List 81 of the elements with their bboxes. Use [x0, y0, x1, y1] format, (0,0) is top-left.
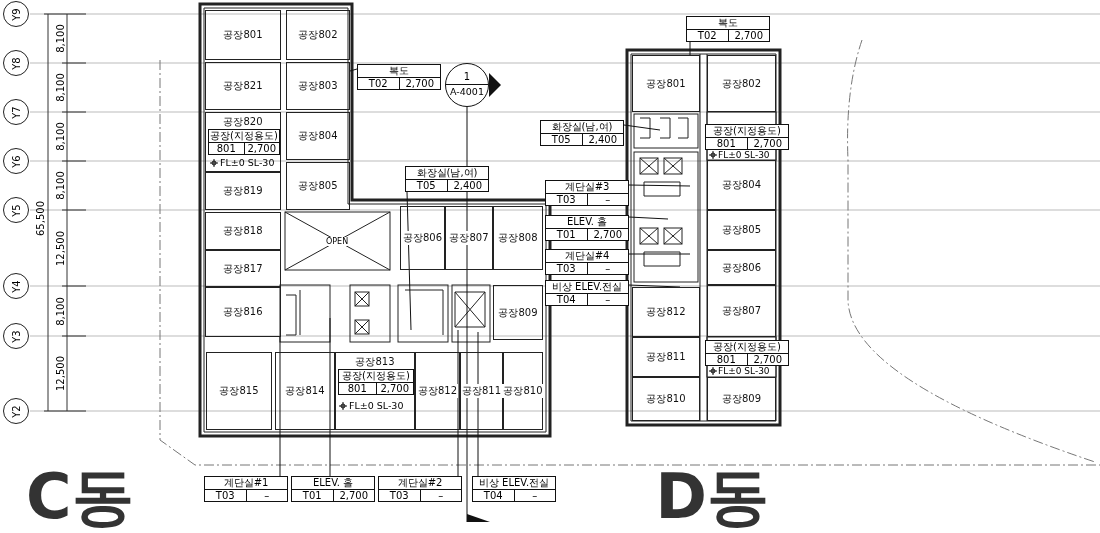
room: 공장818	[205, 212, 281, 250]
leader-line	[628, 184, 691, 187]
level-text: FL±0 SL-30	[718, 150, 770, 160]
room: 공장810	[632, 377, 700, 421]
room-tag: 공장(지정용도) 801 2,700	[705, 340, 789, 366]
dimension-text: 8,100	[54, 23, 66, 53]
dimension-text: 8,100	[54, 296, 66, 326]
room: 공장804	[707, 160, 776, 210]
grid-bubble: Y9	[3, 1, 29, 27]
dimension-text: 8,100	[54, 121, 66, 151]
dimension-text: 65,500	[34, 200, 46, 236]
level-text: FL±0 SL-30	[718, 366, 770, 376]
room-tag: ELEV. 홀 T01 2,700	[545, 215, 629, 241]
room: 공장802	[707, 55, 776, 112]
grid-bubble: Y3	[3, 323, 29, 349]
room-tag: 복도 T02 2,700	[686, 16, 770, 42]
room-tag: 공장(지정용도) 801 2,700	[338, 369, 414, 395]
level-text: FL±0 SL-30	[220, 157, 275, 168]
leader-line	[628, 253, 691, 255]
leader-line	[628, 284, 681, 288]
room: 공장805	[286, 162, 350, 210]
room: 공장807	[445, 206, 493, 270]
room: 공장803	[286, 62, 350, 110]
room-tag: ELEV. 홀 T01 2,700	[291, 476, 375, 502]
room: 공장804	[286, 112, 350, 160]
room-tag: 계단실#3 T03 –	[545, 180, 629, 206]
grid-bubble: Y6	[3, 148, 29, 174]
building-title: C동	[26, 464, 134, 528]
dimension-text: 12,500	[54, 355, 66, 391]
room-label: OPEN	[324, 236, 351, 246]
room: 공장811	[632, 337, 700, 377]
room: 공장819	[205, 172, 281, 210]
room: 공장801	[205, 10, 281, 60]
room-tag: 화장실(남,여) T05 2,400	[405, 166, 489, 192]
room-tag: 공장(지정용도) 801 2,700	[208, 129, 280, 155]
room: 공장817	[205, 250, 281, 287]
leader-line	[689, 41, 691, 56]
room: 공장814	[275, 352, 335, 430]
leader-line	[329, 317, 331, 477]
room: 공장802	[286, 10, 350, 60]
leader-line	[628, 216, 669, 220]
grid-bubble: Y2	[3, 398, 29, 424]
room: 공장806	[707, 250, 776, 285]
room: 공장812	[415, 352, 460, 430]
leader-line	[457, 329, 459, 477]
room: 공장812	[632, 287, 700, 337]
building-title: D동	[655, 464, 769, 528]
room: 공장810	[503, 352, 543, 430]
room: 공장807	[707, 285, 776, 337]
room: 공장809	[493, 285, 543, 340]
dimension-text: 8,100	[54, 170, 66, 200]
room: 공장815	[206, 352, 272, 430]
room-tag: 계단실#2 T03 –	[378, 476, 462, 502]
leader-line	[279, 336, 281, 477]
leader-line	[477, 331, 479, 477]
room-tag: 화장실(남,여) T05 2,400	[540, 120, 624, 146]
room: 공장801	[632, 55, 700, 112]
grid-bubble: Y8	[3, 50, 29, 76]
leader-line	[406, 191, 412, 331]
room-tag: 비상 ELEV.전실 T04 –	[545, 280, 629, 306]
room: 공장805	[707, 210, 776, 250]
level-text: FL±0 SL-30	[349, 400, 404, 411]
room: 공장809	[707, 377, 776, 421]
leader-line	[623, 124, 661, 131]
room: 공장816	[205, 287, 281, 337]
grid-bubble: Y7	[3, 99, 29, 125]
room-tag: 공장(지정용도) 801 2,700	[705, 124, 789, 150]
room: 공장821	[205, 62, 281, 110]
room: 공장811	[460, 352, 503, 430]
room-tag: 복도 T02 2,700	[357, 64, 441, 90]
room: 공장806	[400, 206, 445, 270]
room: 공장808	[493, 206, 543, 270]
room-tag: 계단실#1 T03 –	[204, 476, 288, 502]
grid-bubble: Y5	[3, 197, 29, 223]
grid-bubble: Y4	[3, 273, 29, 299]
room-tag: 계단실#4 T03 –	[545, 249, 629, 275]
section-marker: 1 A-4001	[445, 63, 489, 107]
dimension-text: 8,100	[54, 72, 66, 102]
leader-line	[349, 68, 358, 72]
dimension-text: 12,500	[54, 230, 66, 266]
room-tag: 비상 ELEV.전실 T04 –	[472, 476, 556, 502]
